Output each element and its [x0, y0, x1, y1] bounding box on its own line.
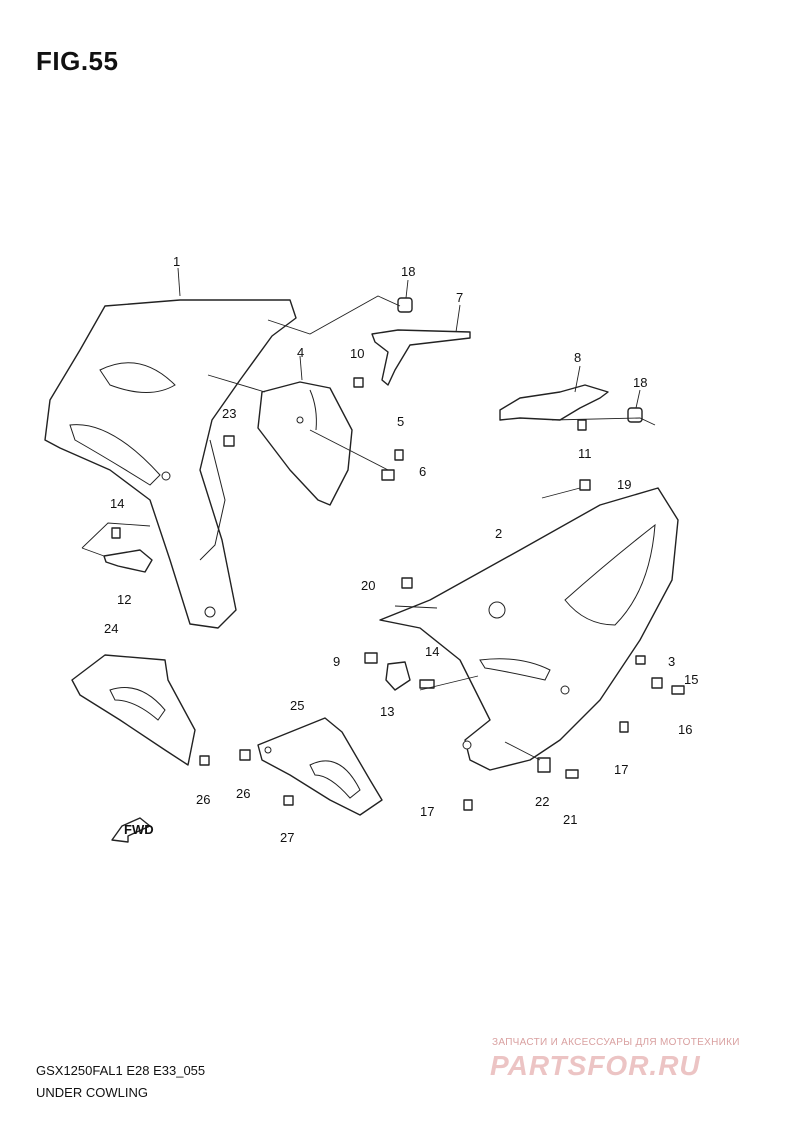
fwd-label: FWD	[124, 822, 154, 837]
callout: 20	[361, 578, 375, 593]
callout: 13	[380, 704, 394, 719]
callout: 18	[633, 375, 647, 390]
part-18-grommet[interactable]	[397, 297, 413, 313]
callout: 10	[350, 346, 364, 361]
part-7-bracket[interactable]	[371, 329, 471, 386]
part-2-right-under-cowling[interactable]	[379, 487, 679, 771]
callout: 4	[297, 345, 304, 360]
callout: 7	[456, 290, 463, 305]
fwd-arrow-icon: FWD	[111, 817, 154, 843]
callout: 25	[290, 698, 304, 713]
figure-name: UNDER COWLING	[36, 1085, 148, 1100]
fasteners	[103, 377, 685, 811]
callout: 22	[535, 794, 549, 809]
callout: 2	[495, 526, 502, 541]
watermark-tagline: ЗАПЧАСТИ И АКСЕССУАРЫ ДЛЯ МОТОТЕХНИКИ	[492, 1037, 740, 1048]
callout: 17	[614, 762, 628, 777]
callout: 21	[563, 812, 577, 827]
part-4-inner-panel[interactable]	[257, 381, 353, 506]
part-1-left-under-cowling[interactable]	[44, 299, 297, 629]
callout: 15	[684, 672, 698, 687]
callout: 26	[196, 792, 210, 807]
callout: 9	[333, 654, 340, 669]
callout: 27	[280, 830, 294, 845]
part-24-side-panel[interactable]	[71, 654, 196, 766]
callout: 14	[425, 644, 439, 659]
callout: 5	[397, 414, 404, 429]
watermark-logo: PARTSFOR.RU	[490, 1050, 701, 1081]
figure-title: FIG.55	[36, 46, 119, 76]
part-25-side-panel[interactable]	[257, 717, 383, 816]
callout: 6	[419, 464, 426, 479]
callout: 11	[578, 446, 592, 461]
callout: 12	[117, 592, 131, 607]
callout: 26	[236, 786, 250, 801]
callout: 19	[617, 477, 631, 492]
callout: 17	[420, 804, 434, 819]
callout: 1	[173, 254, 180, 269]
part-18-grommet-2[interactable]	[627, 407, 643, 423]
callout: 16	[678, 722, 692, 737]
callout-labels: 1 2 3 4 5 6 7 8 9 10 11 12 13 14 14 15 1…	[104, 254, 698, 845]
callout: 14	[110, 496, 124, 511]
leader-lines	[81, 267, 656, 761]
part-8-bracket[interactable]	[499, 384, 609, 421]
callout: 18	[401, 264, 415, 279]
callout: 23	[222, 406, 236, 421]
callout: 24	[104, 621, 118, 636]
model-code: GSX1250FAL1 E28 E33_055	[36, 1063, 206, 1078]
callout: 3	[668, 654, 675, 669]
callout: 8	[574, 350, 581, 365]
